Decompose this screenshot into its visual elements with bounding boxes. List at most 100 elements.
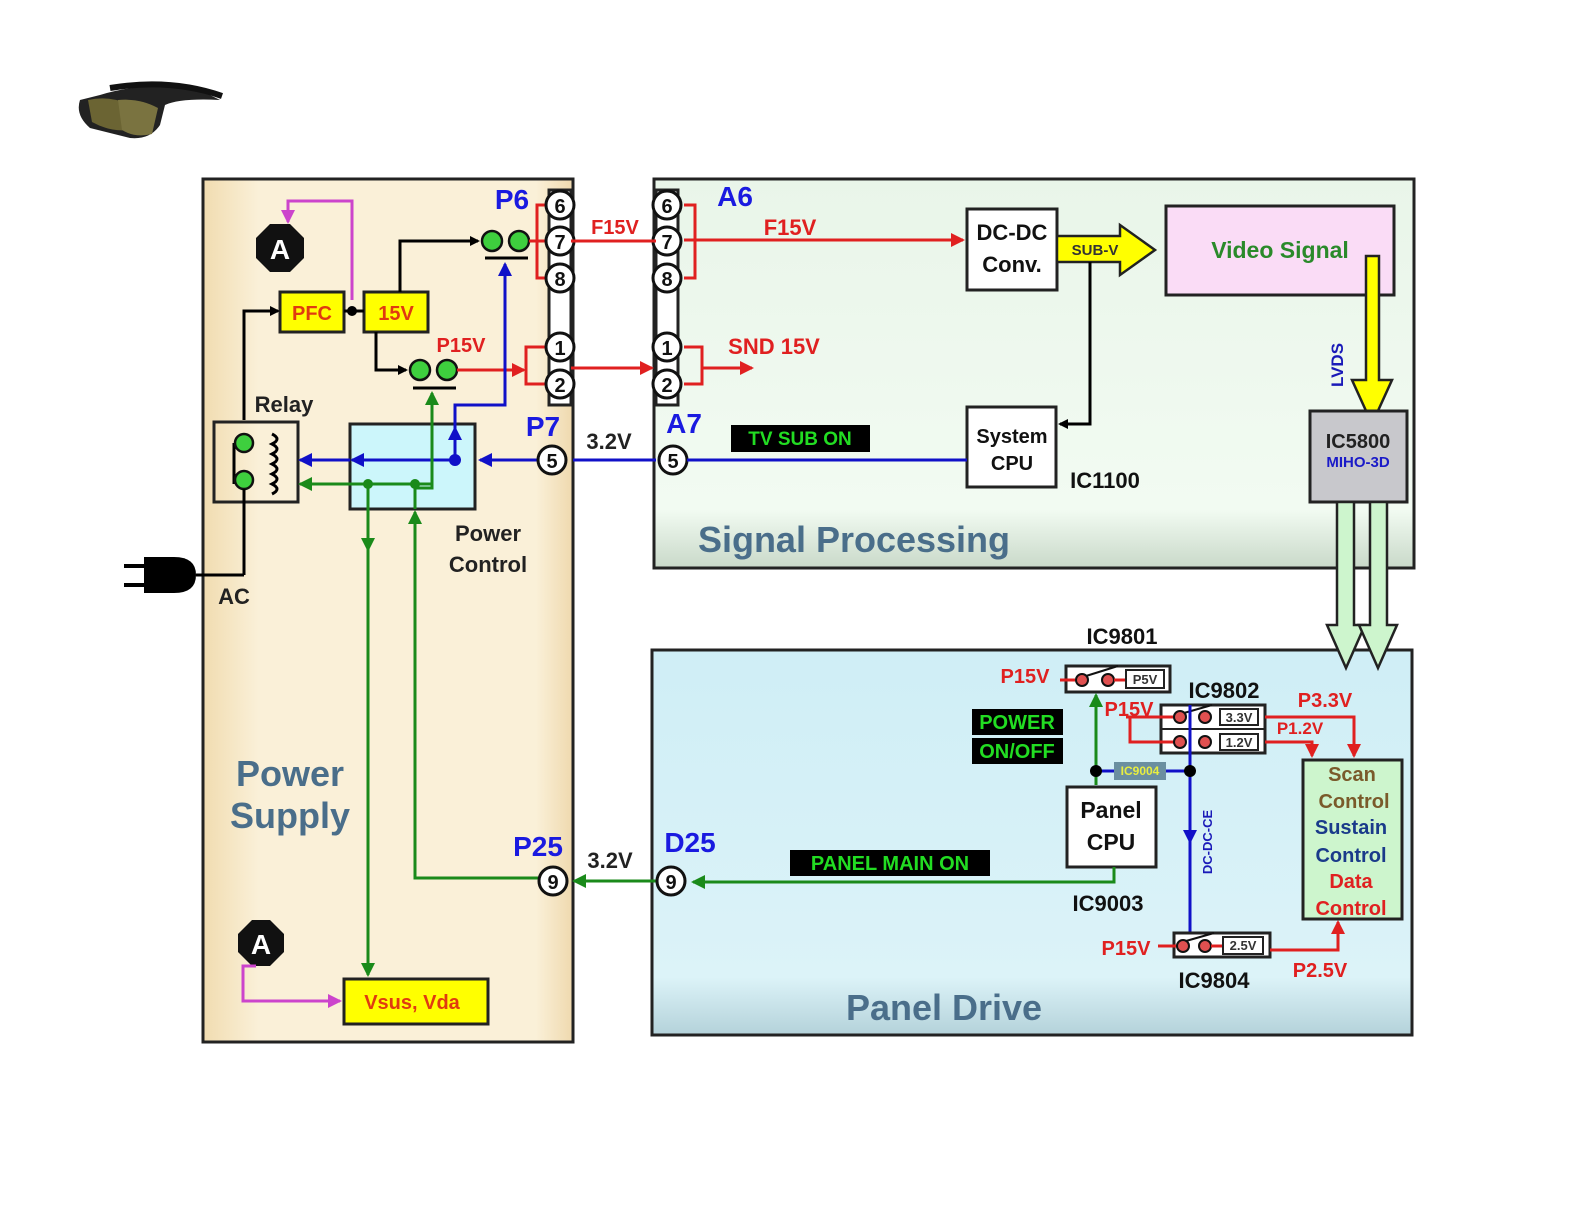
2.5v-label: 2.5V	[1230, 938, 1257, 953]
dcdc-conv-block	[965, 207, 1059, 292]
ic9804-switch	[1158, 931, 1272, 959]
1.2v-label: 1.2V	[1226, 735, 1253, 750]
d25-label: D25	[664, 827, 715, 858]
panel-cpu-block	[1065, 785, 1158, 869]
p33v-line	[1265, 715, 1361, 758]
subv-to-cpu	[1058, 262, 1092, 429]
panel-drive-title: Panel Drive	[846, 987, 1042, 1028]
connector-pin-label: 1	[661, 338, 672, 360]
pfc-label: PFC	[292, 303, 332, 325]
ic5800-label: IC5800	[1326, 431, 1391, 453]
p15v-switch	[408, 358, 459, 390]
3.2v-bottom-label: 3.2V	[587, 848, 633, 873]
3d-glasses-icon	[78, 81, 223, 139]
data-label: Data	[1329, 871, 1373, 893]
ic9003-label: IC9003	[1073, 891, 1144, 916]
connector-pin-label: 6	[554, 196, 565, 218]
p7-label: P7	[526, 411, 560, 442]
junction-dot	[410, 479, 420, 489]
connector-pin	[651, 262, 683, 294]
dcdc-label-2: Conv.	[982, 252, 1041, 277]
p5v-label: P5V	[1133, 672, 1158, 687]
relay-coil-icon	[268, 432, 279, 496]
feedback-line-a	[281, 199, 354, 300]
miho3d-label: MIHO-3D	[1326, 454, 1390, 471]
system-cpu-label: System	[976, 426, 1047, 448]
junction-dot	[1090, 765, 1102, 777]
blue-to-f15v-switch	[453, 262, 512, 428]
connector-pin-label: 7	[661, 232, 672, 254]
p25-in-line	[408, 510, 540, 880]
ic9004-badge	[1114, 762, 1166, 780]
p15v-c-label: P15V	[1102, 938, 1152, 960]
f15v-right-label: F15V	[764, 215, 817, 240]
p25-label: P25	[513, 831, 563, 862]
video-signal-block	[1164, 204, 1396, 297]
ic9801-switch	[1060, 664, 1172, 694]
connector-pin-label: 8	[661, 269, 672, 291]
p33v-label: P3.3V	[1298, 690, 1353, 712]
lvds-label: LVDS	[1328, 343, 1347, 387]
dcdc-label: DC-DC	[977, 220, 1048, 245]
ic9004-label: IC9004	[1121, 764, 1160, 778]
lvds-arrow	[1350, 254, 1394, 428]
p25v-label: P2.5V	[1293, 960, 1348, 982]
15v-to-f15v-switch	[398, 236, 480, 292]
ic9804-label: IC9804	[1179, 968, 1251, 993]
d25-pin: 9	[655, 865, 687, 897]
system-cpu-block	[965, 405, 1058, 489]
panel-main-on-badge	[790, 850, 990, 876]
p25-pin: 9	[537, 865, 569, 897]
ic9802-label: IC9802	[1189, 678, 1260, 703]
connector-pin	[544, 368, 576, 400]
connector-pin	[544, 331, 576, 363]
marker-a-bottom	[238, 920, 284, 966]
marker-a-top-label: A	[270, 234, 290, 265]
svg-text:5: 5	[546, 451, 557, 473]
panel-main-on-label: PANEL MAIN ON	[811, 853, 969, 875]
tv-sub-on-badge	[731, 425, 870, 452]
panel-cpu-label: Panel	[1080, 797, 1141, 823]
sustain-label: Sustain	[1315, 817, 1387, 839]
svg-text:9: 9	[547, 872, 558, 894]
data-control-label: Control	[1315, 898, 1386, 920]
onoff-badge	[972, 738, 1063, 764]
ac-label: AC	[218, 584, 250, 609]
vsus-vda-label: Vsus, Vda	[364, 992, 460, 1014]
power-supply-title: Power	[236, 753, 344, 794]
snd15v-label: SND 15V	[728, 334, 820, 359]
connector-pin-label: 7	[554, 232, 565, 254]
junction-dot	[1184, 765, 1196, 777]
a6-snd-bracket	[684, 345, 704, 386]
p12v-label: P1.2V	[1277, 719, 1324, 738]
ac-to-pfc-line	[242, 306, 280, 420]
junction-dot	[347, 306, 357, 316]
green-to-p15v-switch	[413, 391, 439, 509]
ic5800-block	[1308, 409, 1409, 504]
pfc-block	[278, 290, 346, 334]
ac-plug-icon	[124, 557, 244, 593]
panel-data-arrow-left	[1325, 500, 1367, 672]
relay-label: Relay	[255, 392, 314, 417]
p6-bus-bracket	[535, 203, 548, 280]
vsus-vda-block	[342, 977, 490, 1026]
ic9801-label: IC9801	[1087, 624, 1158, 649]
power-control-label: Power	[455, 521, 521, 546]
connector-pin	[651, 368, 683, 400]
panel-data-arrow-right	[1357, 500, 1399, 672]
a6-label: A6	[717, 181, 753, 212]
power-badge	[972, 709, 1063, 735]
p15v-label: P15V	[437, 335, 487, 357]
sub-v-arrow	[1055, 222, 1158, 278]
f15v-left-label: F15V	[591, 217, 639, 239]
power-supply-title-2: Supply	[230, 795, 350, 836]
connector-pin-label: 2	[554, 375, 565, 397]
svg-text:9: 9	[665, 872, 676, 894]
tv-sub-on-label: TV SUB ON	[748, 429, 851, 450]
a-to-vsus-line	[241, 964, 342, 1008]
connector-pin	[544, 189, 576, 221]
15v-label: 15V	[378, 303, 414, 325]
relay-contacts	[232, 432, 255, 575]
connector-pin-label: 8	[554, 269, 565, 291]
